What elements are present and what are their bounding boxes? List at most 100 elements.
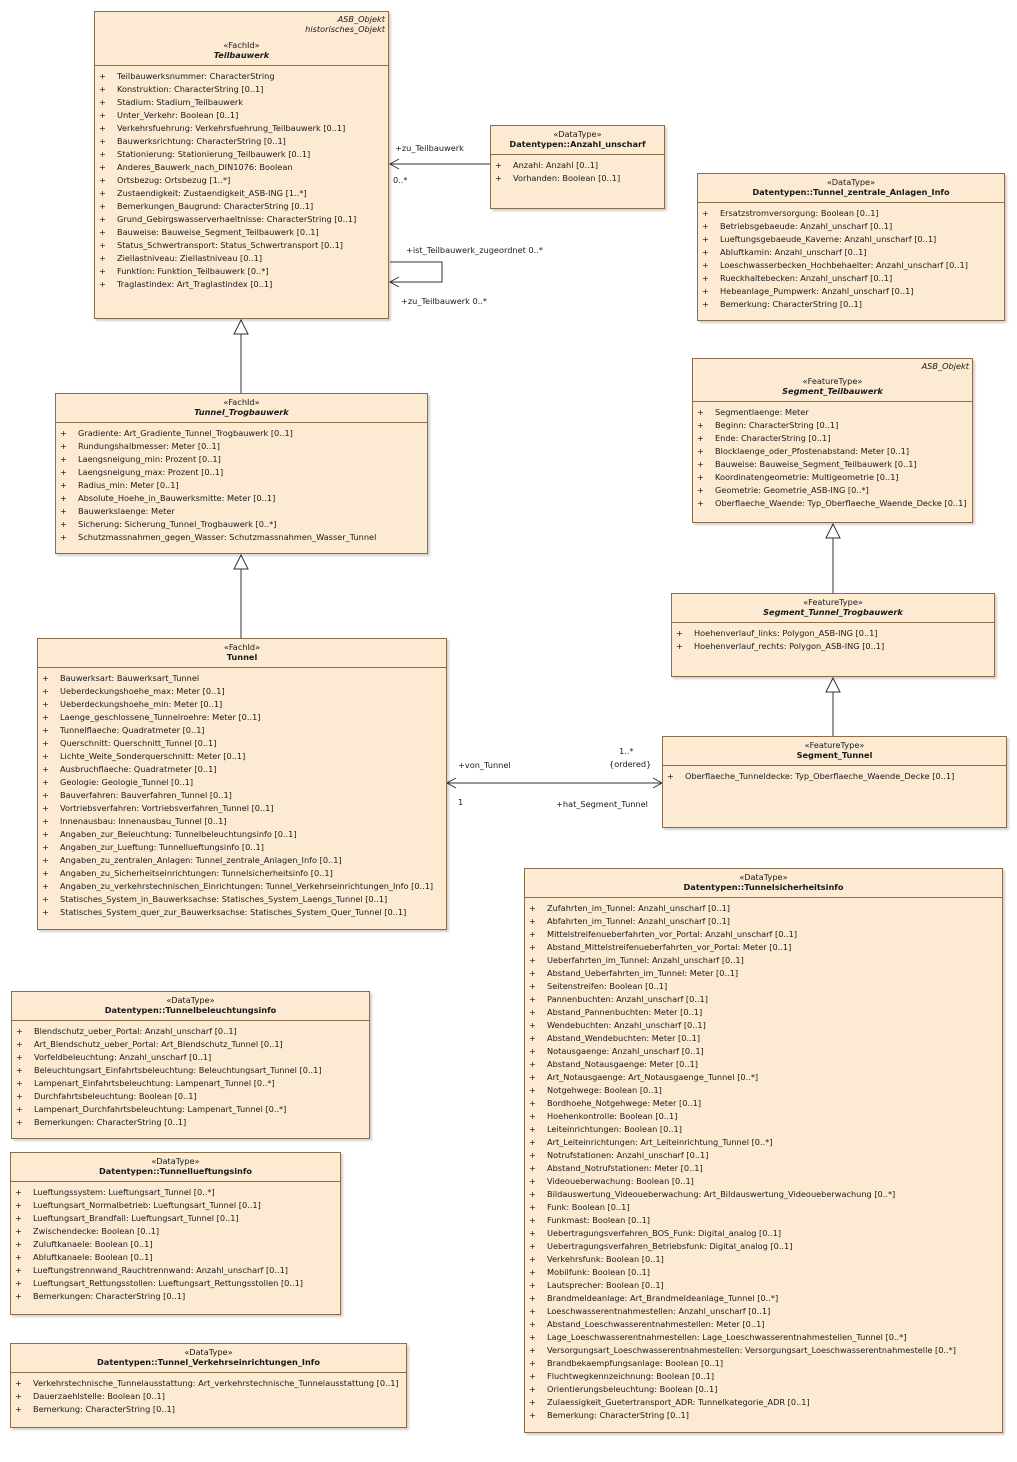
visibility-marker: + bbox=[529, 903, 536, 913]
attribute-row: +Lichte_Weite_Sonderquerschnitt: Meter [… bbox=[38, 750, 446, 763]
attribute-row: +Bauweise: Bauweise_Segment_Teilbauwerk … bbox=[95, 226, 388, 239]
attribute-text: Funk: Boolean [0..1] bbox=[547, 1202, 630, 1212]
visibility-marker: + bbox=[529, 1176, 536, 1186]
attribute-row: + Videoueberwachung: Boolean [0..1] bbox=[525, 1175, 1002, 1188]
attribute-row: +Brandmeldeanlage: Art_Brandmeldeanlage_… bbox=[525, 1292, 1002, 1305]
visibility-marker: + bbox=[15, 1187, 22, 1197]
visibility-marker: + bbox=[529, 916, 536, 926]
attribute-text: Zufahrten_im_Tunnel: Anzahl_unscharf [0.… bbox=[547, 903, 731, 913]
visibility-marker: + bbox=[99, 123, 106, 133]
class-tunnel-trogbauwerk[interactable]: «FachId» Tunnel_Trogbauwerk +Gradiente: … bbox=[55, 393, 428, 554]
attribute-row: +Bordhoehe_Notgehwege: Meter [0..1] bbox=[525, 1097, 1002, 1110]
visibility-marker: + bbox=[529, 1345, 536, 1355]
attribute-text: Blendschutz_ueber_Portal: Anzahl_unschar… bbox=[34, 1026, 237, 1036]
class-stereotype: «DataType» bbox=[166, 995, 215, 1005]
visibility-marker: + bbox=[529, 1358, 536, 1368]
attribute-text: Beginn: CharacterString [0..1] bbox=[715, 420, 839, 430]
attribute-text: Hoehenkontrolle: Boolean [0..1] bbox=[547, 1111, 678, 1121]
attribute-row: +Vorfeldbeleuchtung: Anzahl_unscharf [0.… bbox=[12, 1051, 369, 1064]
visibility-marker: + bbox=[42, 829, 49, 839]
attribute-row: +Art_Leiteinrichtungen: Art_Leiteinricht… bbox=[525, 1136, 1002, 1149]
visibility-marker: + bbox=[702, 208, 709, 218]
tag-asb-objekt: ASB_Objekt bbox=[337, 14, 385, 24]
attribute-text: Laengsneigung_min: Prozent [0..1] bbox=[78, 454, 221, 464]
visibility-marker: + bbox=[60, 506, 67, 516]
attribute-row: +Lage_Loeschwasserentnahmestellen: Lage_… bbox=[525, 1331, 1002, 1344]
visibility-marker: + bbox=[42, 790, 49, 800]
class-tunnelbeleuchtungsinfo[interactable]: «DataType» Datentypen::Tunnelbeleuchtung… bbox=[11, 991, 370, 1139]
attribute-text: Brandbekaempfungsanlage: Boolean [0..1] bbox=[547, 1358, 724, 1368]
class-segment-teilbauwerk[interactable]: ASB_Objekt «FeatureType» Segment_Teilbau… bbox=[692, 358, 973, 523]
visibility-marker: + bbox=[42, 712, 49, 722]
attribute-row: +Pannenbuchten: Anzahl_unscharf [0..1] bbox=[525, 993, 1002, 1006]
class-tunnel-verkehrseinrichtungen-info[interactable]: «DataType» Datentypen::Tunnel_Verkehrsei… bbox=[10, 1343, 407, 1428]
class-stereotype: «DataType» bbox=[553, 129, 602, 139]
attribute-row: +Stationierung: Stationierung_Teilbauwer… bbox=[95, 148, 388, 161]
attribute-row: +Abstand_Loeschwasserentnahmestellen: Me… bbox=[525, 1318, 1002, 1331]
visibility-marker: + bbox=[529, 968, 536, 978]
attribute-row: +Hoehenverlauf_links: Polygon_ASB-ING [0… bbox=[672, 627, 994, 640]
visibility-marker: + bbox=[99, 266, 106, 276]
visibility-marker: + bbox=[529, 1228, 536, 1238]
attribute-text: Ziellastniveau: Ziellastniveau [0..1] bbox=[117, 253, 263, 263]
label-zu-teilbauwerk-mult: 0..* bbox=[393, 175, 408, 185]
class-anzahl-unscharf[interactable]: «DataType» Datentypen::Anzahl_unscharf +… bbox=[490, 125, 665, 209]
attribute-text: Bemerkung: CharacterString [0..1] bbox=[33, 1404, 175, 1414]
attribute-text: Hebeanlage_Pumpwerk: Anzahl_unscharf [0.… bbox=[720, 286, 914, 296]
attribute-text: Angaben_zur_Beleuchtung: Tunnelbeleuchtu… bbox=[60, 829, 297, 839]
class-tunnel[interactable]: «FachId» Tunnel +Bauwerksart: Bauwerksar… bbox=[37, 638, 447, 930]
attribute-row: +Blocklaenge_oder_Pfostenabstand: Meter … bbox=[693, 445, 972, 458]
attribute-text: Ausbruchflaeche: Quadratmeter [0..1] bbox=[60, 764, 217, 774]
class-segment-tunnel-trogbauwerk[interactable]: «FeatureType» Segment_Tunnel_Trogbauwerk… bbox=[671, 593, 995, 677]
class-tunnellueftungsinfo[interactable]: «DataType» Datentypen::Tunnellueftungsin… bbox=[10, 1152, 341, 1315]
attribute-text: Bauverfahren: Bauverfahren_Tunnel [0..1] bbox=[60, 790, 232, 800]
attribute-text: Grund_Gebirgswasserverhaeltnisse: Charac… bbox=[117, 214, 357, 224]
visibility-marker: + bbox=[99, 110, 106, 120]
visibility-marker: + bbox=[15, 1278, 22, 1288]
attribute-text: Leiteinrichtungen: Boolean [0..1] bbox=[547, 1124, 682, 1134]
visibility-marker: + bbox=[495, 160, 502, 170]
visibility-marker: + bbox=[15, 1378, 22, 1388]
visibility-marker: + bbox=[16, 1039, 23, 1049]
class-name: Segment_Tunnel bbox=[796, 750, 873, 760]
attribute-text: Art_Blendschutz_ueber_Portal: Art_Blends… bbox=[34, 1039, 283, 1049]
attribute-row: +Ueberdeckungshoehe_max: Meter [0..1] bbox=[38, 685, 446, 698]
attribute-text: Innenausbau: Innenausbau_Tunnel [0..1] bbox=[60, 816, 227, 826]
attribute-row: + Uebertragungsverfahren_BOS_Funk: Digita… bbox=[525, 1227, 1002, 1240]
attribute-row: +Orientierungsbeleuchtung: Boolean [0..1… bbox=[525, 1383, 1002, 1396]
class-stereotype: «DataType» bbox=[151, 1156, 200, 1166]
visibility-marker: + bbox=[99, 240, 106, 250]
attribute-text: Verkehrstechnische_Tunnelausstattung: Ar… bbox=[33, 1378, 399, 1388]
class-name: Datentypen::Tunnelbeleuchtungsinfo bbox=[104, 1005, 277, 1015]
attribute-text: Mobilfunk: Boolean [0..1] bbox=[547, 1267, 650, 1277]
attribute-text: Bauweise: Bauweise_Segment_Teilbauwerk [… bbox=[117, 227, 319, 237]
gen-segtrog-arrow bbox=[825, 522, 841, 539]
attribute-text: Status_Schwertransport: Status_Schwertra… bbox=[117, 240, 343, 250]
attribute-row: +Unter_Verkehr: Boolean [0..1] bbox=[95, 109, 388, 122]
class-tunnelsicherheitsinfo[interactable]: «DataType» Datentypen::Tunnelsicherheits… bbox=[524, 868, 1003, 1433]
class-teilbauwerk[interactable]: ASB_Objekt historisches_Objekt «FachId» … bbox=[94, 11, 389, 319]
attribute-row: +Grund_Gebirgswasserverhaeltnisse: Chara… bbox=[95, 213, 388, 226]
visibility-marker: + bbox=[697, 433, 704, 443]
class-stereotype: «DataType» bbox=[739, 872, 788, 882]
attribute-text: Videoueberwachung: Boolean [0..1] bbox=[547, 1176, 694, 1186]
class-segment-tunnel[interactable]: «FeatureType» Segment_Tunnel +Oberflaech… bbox=[662, 736, 1007, 828]
visibility-marker: + bbox=[42, 907, 49, 917]
attribute-text: Lueftungssystem: Lueftungsart_Tunnel [0.… bbox=[33, 1187, 215, 1197]
attribute-text: Uebertragungsverfahren_BOS_Funk: Digital… bbox=[547, 1228, 782, 1238]
visibility-marker: + bbox=[529, 1189, 536, 1199]
attribute-row: +Lueftungsart_Normalbetrieb: Lueftungsar… bbox=[11, 1199, 340, 1212]
visibility-marker: + bbox=[529, 1085, 536, 1095]
attribute-row: +Uebertragungsverfahren_Betriebsfunk: Di… bbox=[525, 1240, 1002, 1253]
visibility-marker: + bbox=[15, 1226, 22, 1236]
gen-tunnel-arrow bbox=[233, 553, 249, 570]
attribute-text: Bauwerkslaenge: Meter bbox=[78, 506, 175, 516]
attribute-text: Abstand_Pannenbuchten: Meter [0..1] bbox=[547, 1007, 703, 1017]
visibility-marker: + bbox=[529, 1150, 536, 1160]
visibility-marker: + bbox=[529, 1124, 536, 1134]
class-tunnel-zentrale-anlagen-info[interactable]: «DataType» Datentypen::Tunnel_zentrale_A… bbox=[697, 173, 1005, 321]
visibility-marker: + bbox=[16, 1052, 23, 1062]
attribute-row: +Vortriebsverfahren: Vortriebsverfahren_… bbox=[38, 802, 446, 815]
attribute-list: +Ersatzstromversorgung: Boolean [0..1]+B… bbox=[698, 203, 1004, 311]
attribute-row: +Traglastindex: Art_Traglastindex [0..1] bbox=[95, 278, 388, 291]
